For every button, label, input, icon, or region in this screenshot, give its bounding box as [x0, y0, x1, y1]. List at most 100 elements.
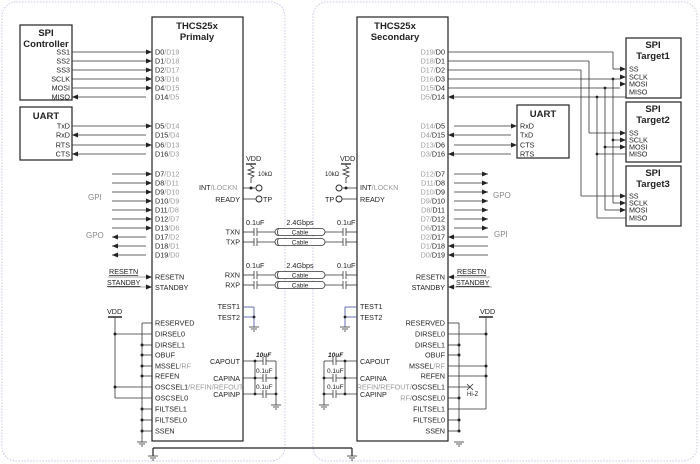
primary-config-pin: OSCSEL0 [155, 394, 188, 403]
cap-10uf-label: 10uF [328, 352, 344, 359]
secondary-config-pin: FILTSEL1 [413, 405, 445, 414]
secondary-pin-d0: D19/D0 [421, 48, 445, 57]
arrow-icon [146, 180, 152, 186]
primary-config-pin: FILTSEL1 [155, 405, 187, 414]
uart-left-pin: TxD [57, 122, 70, 131]
arrow-icon [482, 198, 488, 204]
vdd-label: VDD [246, 154, 261, 163]
secondary-left-pins: VDD 10kΩ INT/LOCKN TP READY TEST1 TEST2 … [319, 154, 398, 410]
secondary-config-pin: DIRSEL0 [415, 330, 445, 339]
cable-end [277, 238, 279, 246]
secondary-pin-d6: D13/D6 [421, 141, 445, 150]
arrow-icon [146, 85, 152, 91]
primary-title-1: THCS25x [176, 21, 218, 32]
cap-label: 0.1uF [337, 261, 356, 270]
resetn-input-label: RESETN [109, 267, 138, 276]
secondary-pin-d16: D3/D16 [421, 150, 445, 159]
ground-icon [148, 455, 158, 461]
secondary-pin-d13: D6/D13 [421, 224, 445, 233]
arrow-icon [112, 252, 118, 258]
arrow-icon [448, 94, 454, 100]
gpo-label-right: GPO [493, 191, 511, 200]
spi-target-title: Target3 [636, 179, 670, 190]
standby-input-label: STANDBY [456, 278, 490, 287]
capacitor-icon [332, 374, 337, 382]
capacitor-icon [332, 390, 337, 398]
spi-target-pin: SS [629, 65, 639, 74]
cable-end [277, 281, 279, 289]
arrow-icon [448, 252, 454, 258]
secondary-pin-d8: D11/D8 [421, 179, 445, 188]
junction-dot [611, 138, 615, 142]
link-pin: RXN [225, 271, 240, 280]
spi-controller-pin: MISO [52, 93, 71, 102]
secondary-pin-d7: D12/D7 [421, 170, 445, 179]
standby-pin: STANDBY [412, 283, 446, 292]
primary-pin-d11: D11/D8 [155, 206, 179, 215]
primary-chip [151, 16, 244, 442]
cap-label: 0.1uF [246, 218, 265, 227]
primary-pin-d5: D5/D14 [155, 122, 179, 131]
cable-label: Cable [292, 282, 309, 289]
arrow-icon [112, 234, 118, 240]
arrow-icon [146, 142, 152, 148]
test-point-icon [335, 184, 343, 192]
secondary-vdd-network: VDD Hi-Z [448, 307, 495, 447]
rate-label: 2.4Gbps [286, 218, 314, 227]
arrow-icon [511, 142, 517, 148]
primary-config-pin: RESERVED [155, 319, 194, 328]
uart-left-pin: RxD [56, 131, 70, 140]
spi-target-pin: SS [629, 129, 639, 138]
spi-target-pin: SCLK [629, 73, 648, 82]
capacitor-icon [262, 374, 267, 382]
arrow-icon [482, 180, 488, 186]
spi-controller-pin: SS2 [56, 57, 70, 66]
spi-target-title: Target2 [636, 115, 670, 126]
spi-target-pin: SS [629, 192, 639, 201]
secondary-reset-standby: RESETN STANDBY RESETN STANDBY [412, 267, 492, 292]
uart-right-pin: RTS [520, 150, 534, 159]
arrow-icon [448, 151, 454, 157]
secondary-config-pins: RESERVEDDIRSEL0DIRSEL1OBUFMSSEL/RFREFENR… [357, 319, 446, 436]
secondary-pin-d11: D8/D11 [421, 206, 445, 215]
resistor-icon [246, 164, 256, 183]
secondary-right-pins: D19/D0D18/D1D17/D2D16/D3D15/D4D5/D14D14/… [421, 48, 488, 260]
spi-controller-pin: SS3 [56, 66, 70, 75]
spi-target-pin: MISO [629, 150, 648, 159]
arrow-icon [146, 225, 152, 231]
arrow-icon [72, 151, 78, 157]
secondary-config-pin: MSSEL/RF [409, 362, 446, 371]
primary-pin-d3: D3/D16 [155, 75, 179, 84]
secondary-pin-d3: D16/D3 [421, 75, 445, 84]
arrow-icon [620, 193, 626, 199]
test2-pin: TEST2 [218, 313, 240, 322]
uart-right-pin: CTS [520, 141, 535, 150]
resistor-value: 10kΩ [325, 172, 340, 178]
vdd-label: VDD [340, 154, 355, 163]
arrow-icon [620, 81, 626, 87]
secondary-config-pin: SSEN [425, 427, 445, 436]
spi-target-box [625, 165, 682, 227]
spi-target-pin: MOSI [629, 80, 647, 89]
arrow-icon [448, 234, 454, 240]
capout-pin: CAPOUT [210, 357, 241, 366]
capinp-pin: CAPINP [213, 390, 240, 399]
cap-label: 0.1uF [246, 261, 265, 270]
spi-targets: SPITarget1SSSCLKMOSIMISOSPITarget2SSSCLK… [625, 37, 682, 227]
chassis-ground-link [148, 447, 357, 461]
high-speed-links: TXNTXPRXNRXP0.1uF0.1uF2.4GbpsCableCableR… [225, 218, 375, 290]
resetn-input-label: RESETN [457, 267, 486, 276]
cable-end [277, 228, 279, 236]
cable-end [277, 271, 279, 279]
ground-icon [454, 441, 464, 447]
primary-pin-d18: D18/D1 [155, 242, 179, 251]
secondary-pin-d14: D5/D14 [421, 93, 445, 102]
secondary-chip [356, 16, 449, 442]
spi-target-pin: SCLK [629, 199, 648, 208]
uart-left-pin: CTS [56, 150, 71, 159]
spi-target-box [625, 37, 682, 99]
secondary-title-1: THCS25x [374, 21, 416, 32]
arrow-icon [620, 130, 626, 136]
arrow-icon [146, 76, 152, 82]
cable-label: Cable [292, 239, 309, 246]
